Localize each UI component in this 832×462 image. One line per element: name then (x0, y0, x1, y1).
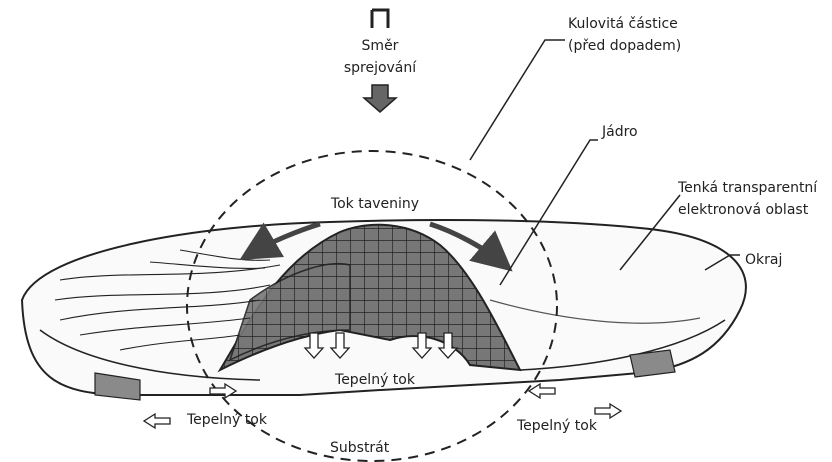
heat-flow-left-label: Tepelný tok (186, 412, 268, 428)
particle-label-1: Kulovitá částice (568, 16, 678, 32)
spray-direction-label-2: sprejování (344, 60, 417, 76)
spray-direction-label-1: Směr (362, 38, 399, 54)
spray-arrow-icon (364, 85, 396, 112)
heat-flow-right-label: Tepelný tok (516, 418, 598, 434)
rim-right-shading (630, 350, 675, 377)
thin-region-label-1: Tenká transparentní (677, 180, 818, 196)
core-label: Jádro (601, 124, 638, 140)
substrate-label: Substrát (330, 440, 390, 456)
rim-label: Okraj (745, 252, 782, 268)
thin-region-label-2: elektronová oblast (678, 202, 809, 218)
particle-label-2: (před dopadem) (568, 38, 681, 54)
melt-flow-label: Tok taveniny (330, 196, 419, 212)
heat-flow-center-label: Tepelný tok (334, 372, 416, 388)
spray-symbol-icon (372, 10, 388, 28)
